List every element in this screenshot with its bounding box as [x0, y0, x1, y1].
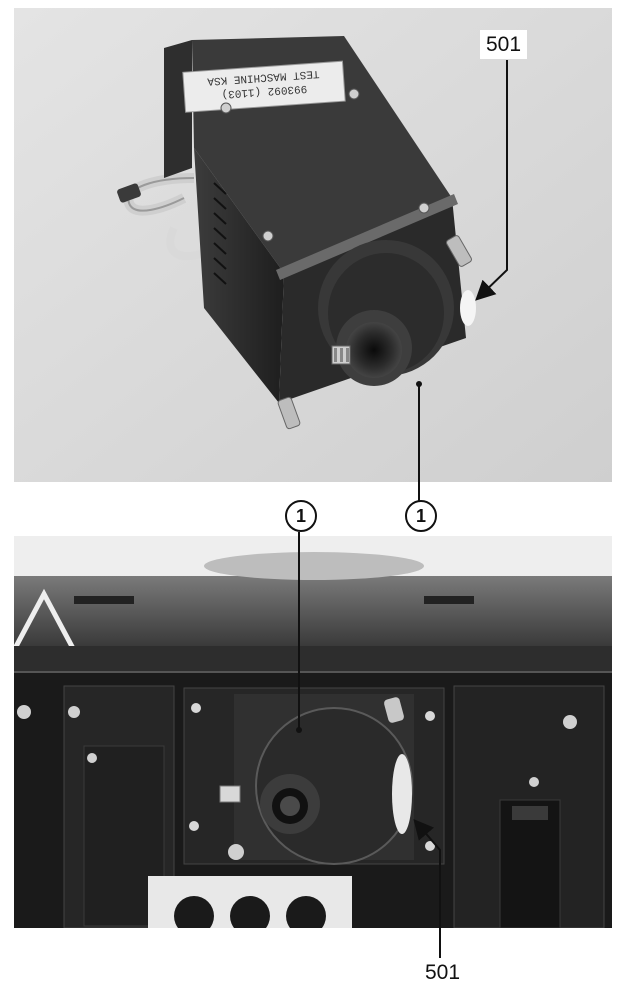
- top-screws: [220, 88, 430, 242]
- callout-1-right: 1: [405, 500, 437, 532]
- callout-1-left: 1: [285, 500, 317, 532]
- housing-side: [194, 148, 284, 403]
- part-501-mounted: [392, 754, 412, 834]
- bottom-photo: [14, 536, 612, 928]
- callout-501-bottom: 501: [425, 961, 461, 984]
- label-sticker: TEST MASCHINE KSA 993092 (1103): [182, 60, 346, 113]
- callout-501-top: 501: [480, 30, 528, 59]
- cable-loop: [166, 226, 206, 261]
- knurled-knob: [331, 345, 351, 365]
- cable-outline: [127, 177, 195, 212]
- vent-slots: [213, 182, 227, 285]
- top-panel: [14, 576, 612, 646]
- top-photo-illustration: TEST MASCHINE KSA 993092 (1103): [14, 8, 612, 482]
- top-photo: TEST MASCHINE KSA 993092 (1103): [14, 8, 612, 482]
- sticker-line-2: 993092 (1103): [221, 82, 307, 100]
- front-edge: [276, 194, 458, 280]
- control-knobs: [174, 896, 326, 928]
- part-501-highlight: [460, 290, 476, 326]
- cable-connector: [117, 183, 141, 203]
- bottom-photo-illustration: [14, 536, 612, 928]
- knurled-knob-mounted: [219, 785, 241, 803]
- lens-opening: [346, 322, 402, 378]
- thumb-screws: [277, 235, 472, 430]
